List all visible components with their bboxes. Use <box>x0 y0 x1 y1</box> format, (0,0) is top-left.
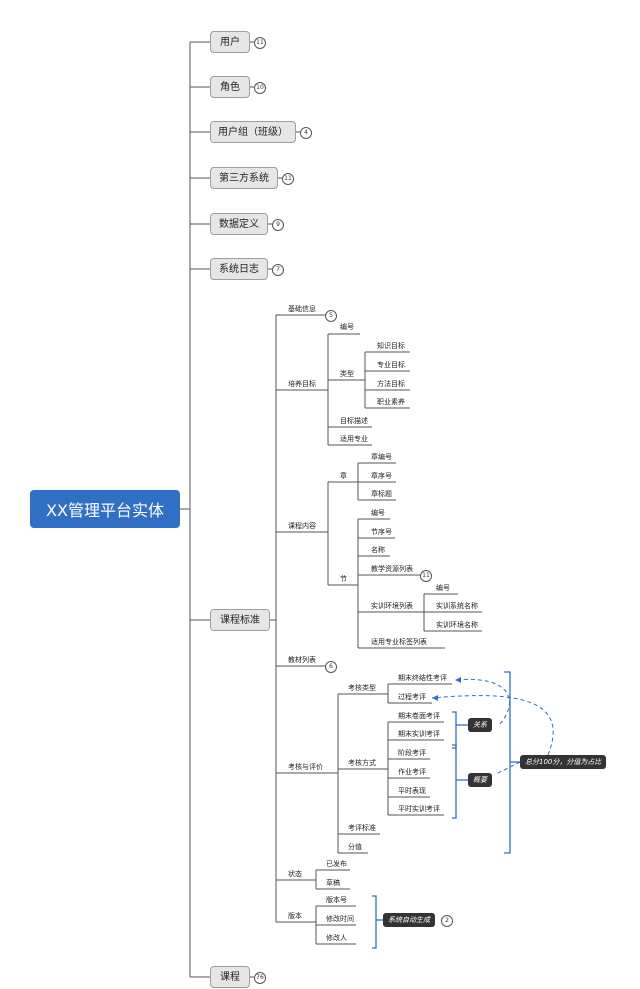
topic-env-number[interactable]: 编号 <box>436 584 450 592</box>
topic-final-practical[interactable]: 期末实训考评 <box>398 730 440 738</box>
note-relation[interactable]: 关系 <box>468 718 492 732</box>
topic-goal-description[interactable]: 目标描述 <box>340 417 368 425</box>
count-badge: 6 <box>325 661 337 673</box>
count-badge: 5 <box>325 310 337 322</box>
count-badge: 9 <box>272 219 284 231</box>
relation-arrows <box>431 678 554 775</box>
count-badge: 11 <box>420 570 432 582</box>
topic-teaching-resources[interactable]: 教学资源列表 <box>371 565 413 573</box>
topic-modifier[interactable]: 修改人 <box>326 934 347 942</box>
topic-assessment-standard[interactable]: 考评标准 <box>348 824 376 832</box>
topic-score[interactable]: 分值 <box>348 843 362 851</box>
topic-applicable-major[interactable]: 适用专业 <box>340 435 368 443</box>
node-third-party-system[interactable]: 第三方系统 <box>210 167 278 189</box>
node-role[interactable]: 角色 <box>210 76 250 98</box>
topic-published[interactable]: 已发布 <box>326 860 347 868</box>
topic-chapter-sequence[interactable]: 章序号 <box>371 472 392 480</box>
count-badge: 2 <box>441 915 453 927</box>
topic-daily-practical[interactable]: 平时实训考评 <box>398 805 440 813</box>
topic-chapter-title[interactable]: 章标题 <box>371 490 392 498</box>
topic-final-summative[interactable]: 期末终结性考评 <box>398 674 447 682</box>
topic-basic-info[interactable]: 基础信息 <box>288 305 316 313</box>
node-data-definition[interactable]: 数据定义 <box>210 213 268 235</box>
node-course[interactable]: 课程 <box>210 966 250 988</box>
topic-section[interactable]: 节 <box>340 575 347 583</box>
topic-knowledge-goal[interactable]: 知识目标 <box>377 342 405 350</box>
topic-assessment[interactable]: 考核与评价 <box>288 763 323 771</box>
topic-final-paper[interactable]: 期末卷面考评 <box>398 712 440 720</box>
note-total-score[interactable]: 总分100分，分值为占比 <box>520 755 607 769</box>
topic-stage-assessment[interactable]: 阶段考评 <box>398 749 426 757</box>
topic-status[interactable]: 状态 <box>288 870 302 878</box>
topic-modify-time[interactable]: 修改时间 <box>326 915 354 923</box>
topic-chapter[interactable]: 章 <box>340 472 347 480</box>
topic-chapter-number[interactable]: 章编号 <box>371 453 392 461</box>
summary-brackets <box>372 671 520 949</box>
topic-assessment-type[interactable]: 考核类型 <box>348 684 376 692</box>
node-user-group[interactable]: 用户组（班级） <box>210 121 296 143</box>
topic-major-goal[interactable]: 专业目标 <box>377 361 405 369</box>
note-auto-generated[interactable]: 系统自动生成 <box>383 913 435 927</box>
count-badge: 11 <box>282 173 294 185</box>
topic-method-goal[interactable]: 方法目标 <box>377 380 405 388</box>
topic-type[interactable]: 类型 <box>340 370 354 378</box>
topic-draft[interactable]: 草稿 <box>326 879 340 887</box>
topic-section-sequence[interactable]: 节序号 <box>371 528 392 536</box>
node-system-log[interactable]: 系统日志 <box>210 258 268 280</box>
topic-major-tags[interactable]: 适用专业标签列表 <box>371 638 427 646</box>
count-badge: 11 <box>254 37 266 49</box>
count-badge: 7 <box>272 264 284 276</box>
note-summary[interactable]: 概要 <box>468 773 492 787</box>
topic-env-system-name[interactable]: 实训系统名称 <box>436 602 478 610</box>
topic-version[interactable]: 版本 <box>288 912 302 920</box>
node-user[interactable]: 用户 <box>210 31 250 53</box>
topic-version-number[interactable]: 版本号 <box>326 896 347 904</box>
root-node[interactable]: XX管理平台实体 <box>30 490 180 528</box>
topic-textbook-list[interactable]: 教材列表 <box>288 656 316 664</box>
topic-homework-assessment[interactable]: 作业考评 <box>398 768 426 776</box>
topic-env-name[interactable]: 实训环境名称 <box>436 621 478 629</box>
topic-process-assessment[interactable]: 过程考评 <box>398 693 426 701</box>
topic-daily-performance[interactable]: 平时表现 <box>398 787 426 795</box>
topic-training-env-list[interactable]: 实训环境列表 <box>371 602 413 610</box>
topic-section-name[interactable]: 名称 <box>371 546 385 554</box>
count-badge: 10 <box>254 82 266 94</box>
topic-career-quality[interactable]: 职业素养 <box>377 398 405 406</box>
topic-assessment-method[interactable]: 考核方式 <box>348 759 376 767</box>
node-course-standard[interactable]: 课程标准 <box>210 609 270 631</box>
topic-course-content[interactable]: 课程内容 <box>288 522 316 530</box>
topic-number[interactable]: 编号 <box>340 323 354 331</box>
count-badge: 4 <box>300 127 312 139</box>
topic-section-number[interactable]: 编号 <box>371 509 385 517</box>
count-badge: 76 <box>254 972 266 984</box>
topic-training-goal[interactable]: 培养目标 <box>288 380 316 388</box>
